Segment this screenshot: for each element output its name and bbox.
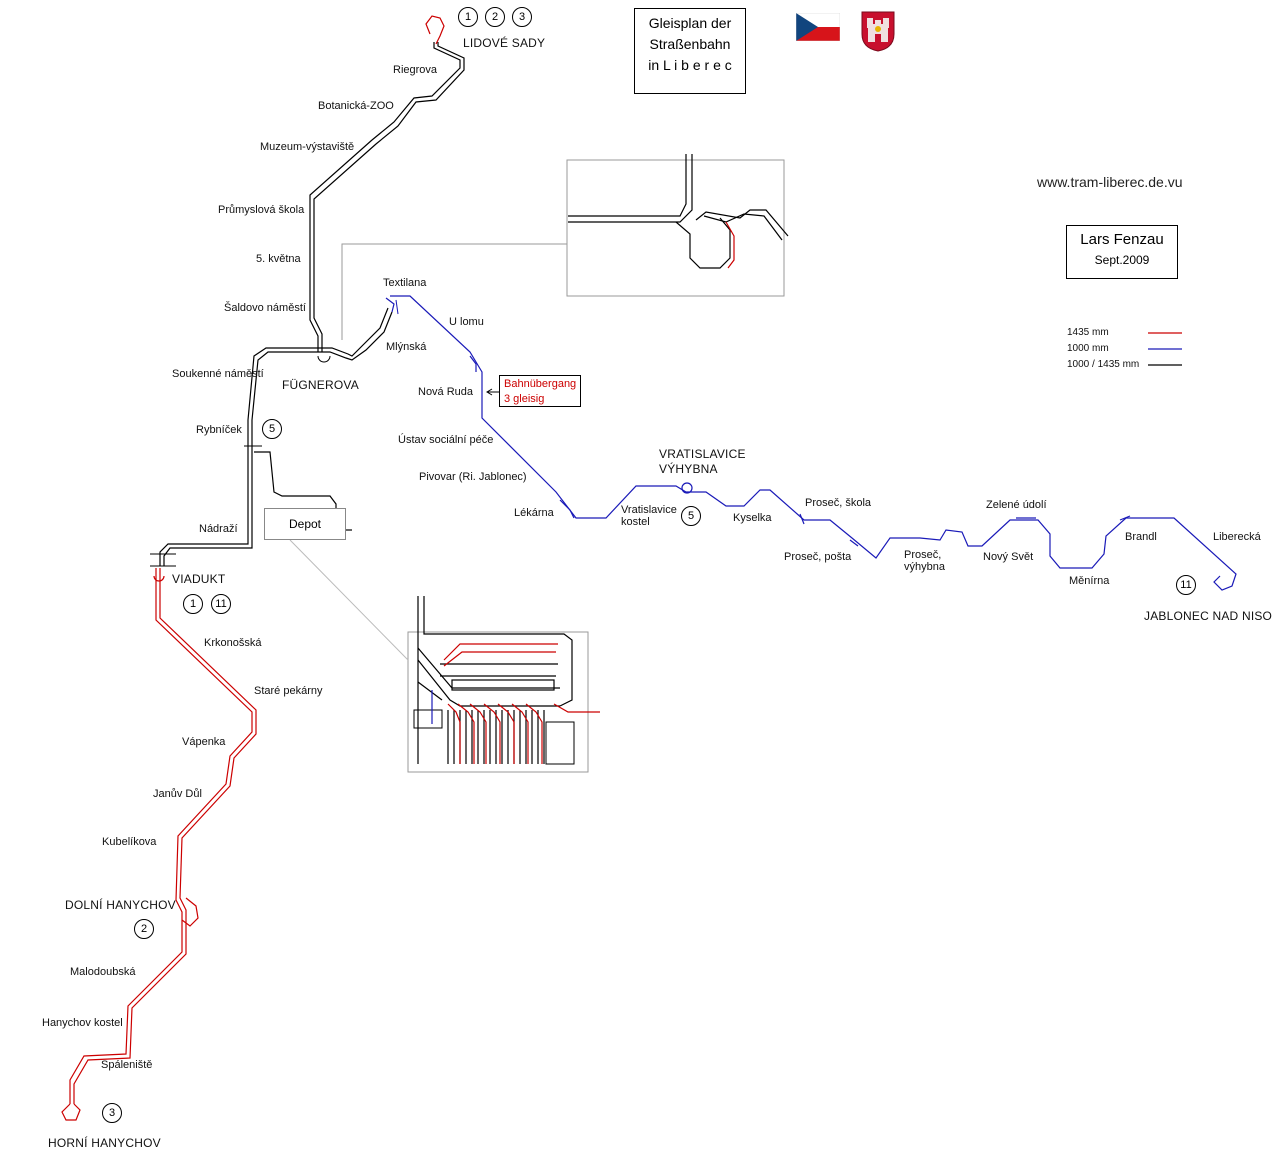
station-prosec-vyhybna-1: Proseč, <box>904 549 942 561</box>
station-rybnicek: Rybníček <box>196 424 242 436</box>
station-5-kvetna: 5. května <box>256 253 301 265</box>
station-dolni-hanychov: DOLNÍ HANYCHOV <box>65 898 176 912</box>
station-stare-pekarny: Staré pekárny <box>254 685 323 697</box>
station-vratislavice-vyhybna-2: VÝHYBNA <box>659 462 718 476</box>
metre-gauge-track-east <box>385 295 1237 591</box>
station-vratislavice-vyhybna-1: VRATISLAVICE <box>659 447 746 461</box>
station-lidove-sady: LIDOVÉ SADY <box>463 36 546 50</box>
station-horni-hanychov: HORNÍ HANYCHOV <box>48 1136 161 1150</box>
author-name: Lars Fenzau <box>1080 231 1164 248</box>
station-hanychov-kostel: Hanychov kostel <box>42 1017 123 1029</box>
red-loop-lidove-sady <box>425 15 445 45</box>
liberec-coat-of-arms-icon <box>860 10 896 52</box>
line-number-badge: 11 <box>211 594 231 614</box>
line-number-badge: 3 <box>512 7 532 27</box>
level-crossing-note: Bahnübergang 3 gleisig <box>499 375 581 407</box>
dual-gauge-track-north <box>150 42 465 567</box>
station-textilana: Textilana <box>383 277 427 289</box>
station-novy-svet: Nový Svět <box>983 551 1034 563</box>
line-number-badge: 2 <box>134 919 154 939</box>
station-muzeum-vystaviste: Muzeum-výstaviště <box>260 141 355 153</box>
level-crossing-arrow <box>486 388 499 396</box>
line-number-badge: 2 <box>485 7 505 27</box>
station-zelene-udoli: Zelené údolí <box>986 499 1047 511</box>
station-vapenka: Vápenka <box>182 736 226 748</box>
station-vratislavice-kostel-1: Vratislavice <box>621 504 677 516</box>
station-kubelikova: Kubelíkova <box>102 836 157 848</box>
line-number-badge: 5 <box>681 506 701 526</box>
station-jablonec-nad-nisou: JABLONEC NAD NISOU <box>1144 609 1272 623</box>
line-number-badge: 3 <box>102 1103 122 1123</box>
station-nova-ruda: Nová Ruda <box>418 386 474 398</box>
station-soukenne-namesti: Soukenné náměstí <box>172 368 264 380</box>
legend-dual-gauge: 1000 / 1435 mm <box>1067 359 1140 370</box>
legend-metre-gauge: 1000 mm <box>1067 343 1109 354</box>
depot-box: Depot <box>264 508 346 540</box>
note-line-1: Bahnübergang <box>504 378 577 390</box>
station-vratislavice-kostel-2: kostel <box>621 516 650 528</box>
station-prumyslova-skola: Průmyslová škola <box>218 204 305 216</box>
station-prosec-vyhybna-2: výhybna <box>904 561 945 573</box>
station-januv-dul: Janův Důl <box>153 788 202 800</box>
station-prosec-posta: Proseč, pošta <box>784 551 852 563</box>
standard-gauge-track-south <box>61 568 257 1121</box>
station-riegrova: Riegrova <box>393 64 438 76</box>
station-botanicka-zoo: Botanická-ZOO <box>318 100 394 112</box>
station-nadrazi: Nádraží <box>199 523 238 535</box>
station-kyselka: Kyselka <box>733 512 772 524</box>
station-saldovo-namesti: Šaldovo náměstí <box>224 302 306 314</box>
line-number-badge: 5 <box>262 419 282 439</box>
legend-lines <box>1148 332 1182 366</box>
czech-flag-icon <box>796 13 840 41</box>
line-number-badge: 11 <box>1176 575 1196 595</box>
author-box: Lars Fenzau Sept.2009 <box>1066 225 1178 279</box>
station-viadukt: VIADUKT <box>172 572 226 586</box>
station-menirna: Měnírna <box>1069 575 1110 587</box>
website-url[interactable]: www.tram-liberec.de.vu <box>1037 174 1183 190</box>
station-pivovar: Pivovar (Ri. Jablonec) <box>419 471 527 483</box>
station-ustav-socialni-pece: Ústav sociální péče <box>398 434 494 446</box>
station-prosec-skola: Proseč, škola <box>805 497 872 509</box>
station-u-lomu: U lomu <box>449 316 484 328</box>
title-line-2: Straßenbahn <box>649 36 731 52</box>
station-krkonosska: Krkonošská <box>204 637 262 649</box>
station-mlynska: Mlýnská <box>386 341 427 353</box>
author-date: Sept.2009 <box>1094 253 1150 267</box>
station-malodoubska: Malodoubská <box>70 966 136 978</box>
note-line-2: 3 gleisig <box>504 393 545 405</box>
station-fugnerova: FÜGNEROVA <box>282 378 359 392</box>
station-brandl: Brandl <box>1125 531 1157 543</box>
line-number-badge: 1 <box>458 7 478 27</box>
title-line-3: in L i b e r e c <box>648 57 732 73</box>
station-spaleniste: Spáleniště <box>101 1059 153 1071</box>
inset-fugnerova <box>341 154 789 340</box>
inset-depot <box>289 539 600 773</box>
legend-standard-gauge: 1435 mm <box>1067 327 1109 338</box>
station-lekarna: Lékárna <box>514 507 554 519</box>
title-line-1: Gleisplan der <box>648 15 732 31</box>
title-box: Gleisplan der Straßenbahn in L i b e r e… <box>634 8 746 94</box>
line-number-badge: 1 <box>183 594 203 614</box>
station-liberecka: Liberecká <box>1213 531 1261 543</box>
